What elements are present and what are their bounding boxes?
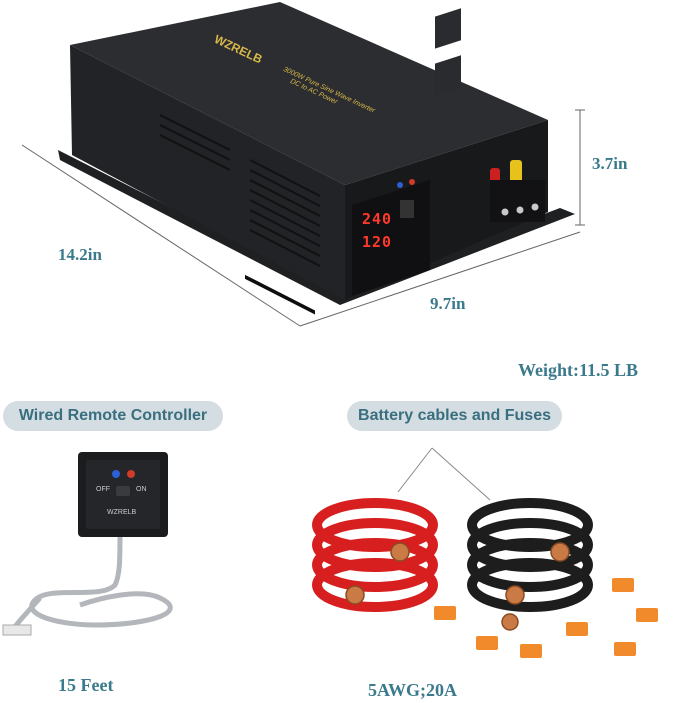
height-dimension: 3.7in xyxy=(592,154,628,173)
ac-outlet-top xyxy=(435,8,461,49)
cables-section-title: Battery cables and Fuses xyxy=(347,401,562,431)
weight-label: Weight:11.5 LB xyxy=(518,360,639,380)
remote-led-blue xyxy=(112,470,120,478)
rj45-connector xyxy=(2,624,32,636)
ring-terminals xyxy=(345,542,570,631)
dimension-lines xyxy=(21,109,585,327)
pointer-lines xyxy=(397,447,491,501)
inverter-top xyxy=(70,2,548,185)
inverter-side xyxy=(70,45,345,300)
fuses xyxy=(434,578,658,658)
remote-switch xyxy=(116,486,130,496)
cable-spec-caption: 5AWG;20A xyxy=(368,680,457,700)
remote-off-label: OFF xyxy=(96,486,110,493)
red-cable-illustration xyxy=(312,498,438,612)
remote-brand-label: WZRELB xyxy=(107,509,137,516)
remote-on-label: ON xyxy=(136,486,147,493)
remote-led-red xyxy=(127,470,135,478)
black-cable-illustration xyxy=(467,498,593,612)
cable-length-caption: 15 Feet xyxy=(58,675,114,695)
terminal-block xyxy=(490,180,545,222)
power-switch xyxy=(400,200,414,218)
current-display: 120 xyxy=(362,233,393,251)
remote-controller-illustration xyxy=(2,452,173,636)
ac-outlet-bottom xyxy=(435,55,461,96)
led-red xyxy=(409,179,415,185)
remote-section-title: Wired Remote Controller xyxy=(3,401,223,431)
width-dimension: 9.7in xyxy=(430,294,466,313)
led-blue xyxy=(397,182,403,188)
vent-grille xyxy=(159,114,321,267)
voltage-display: 240 xyxy=(362,210,393,228)
side-vents xyxy=(245,274,315,315)
length-dimension: 14.2in xyxy=(58,245,102,264)
